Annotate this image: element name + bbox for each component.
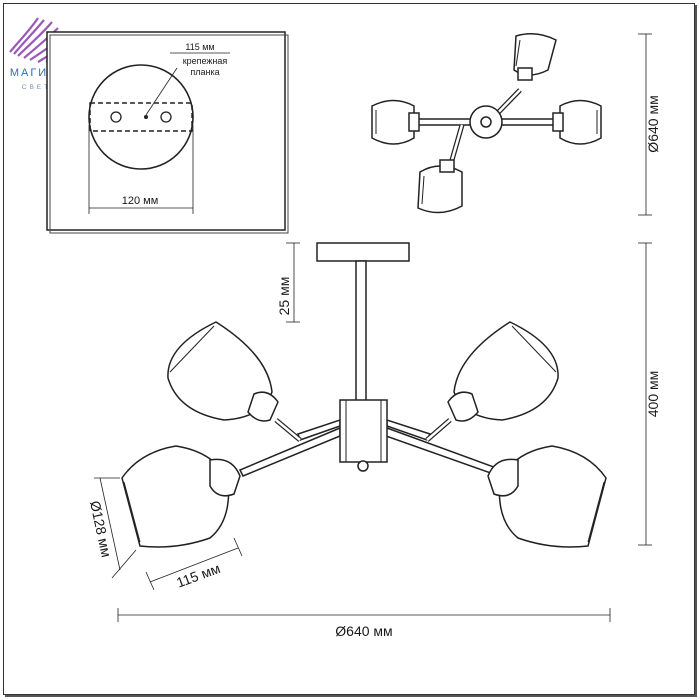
top-shade-left: [371, 99, 415, 145]
side-stem: [355, 260, 367, 402]
top-holder-right: [552, 112, 564, 132]
overall-diameter-label: Ø640 мм: [335, 623, 392, 639]
side-hub: [339, 399, 388, 463]
plate-length-label: 115 мм: [185, 42, 214, 52]
plate-leader-line: [145, 67, 178, 116]
top-shade-down: [417, 165, 463, 214]
total-height-dimension: 400 мм: [638, 242, 661, 546]
shade-upper-right: [447, 321, 559, 422]
shade-lower-left: [121, 445, 241, 548]
shade-diameter-label: Ø128 мм: [87, 499, 115, 558]
stem-height-dimension: 25 мм: [276, 242, 300, 323]
shade-height-label: 115 мм: [174, 560, 222, 591]
screw-hole-right: [160, 111, 172, 123]
mounting-plate: [89, 102, 193, 132]
top-diameter-label: Ø640 мм: [645, 95, 661, 152]
mount-detail-panel: 115 мм крепежная планка 120 мм: [46, 31, 289, 234]
overall-diameter-dimension: Ø640 мм: [117, 608, 611, 639]
canopy-circle: [88, 64, 194, 170]
page-frame: [3, 3, 695, 695]
top-diameter-dimension: Ø640 мм: [638, 33, 661, 216]
side-hub-finial: [357, 460, 369, 472]
top-hub-center: [480, 116, 492, 128]
detail-box-shadow: [49, 34, 289, 234]
top-holder-down: [439, 159, 455, 173]
brand-name: МАГИЯ: [10, 67, 58, 79]
top-holder-left: [408, 112, 420, 132]
center-hole: [144, 115, 148, 119]
brand-tagline: СВЕТА: [22, 84, 58, 91]
side-canopy: [316, 242, 410, 262]
side-arm-left-long: [238, 426, 341, 477]
total-height-label: 400 мм: [645, 371, 661, 418]
canopy-width-label: 120 мм: [122, 195, 159, 207]
plate-label-line1: крепежная: [183, 56, 228, 66]
top-holder-up: [517, 67, 533, 81]
shade-upper-left: [167, 321, 279, 422]
shade-lower-right: [487, 445, 607, 548]
screw-hole-left: [110, 111, 122, 123]
plate-label-line2: планка: [190, 67, 219, 77]
side-arm-right-long: [385, 426, 504, 477]
top-shade-right: [559, 99, 602, 145]
stem-height-label: 25 мм: [276, 277, 292, 316]
side-view: [121, 242, 607, 548]
top-view: [371, 33, 602, 214]
